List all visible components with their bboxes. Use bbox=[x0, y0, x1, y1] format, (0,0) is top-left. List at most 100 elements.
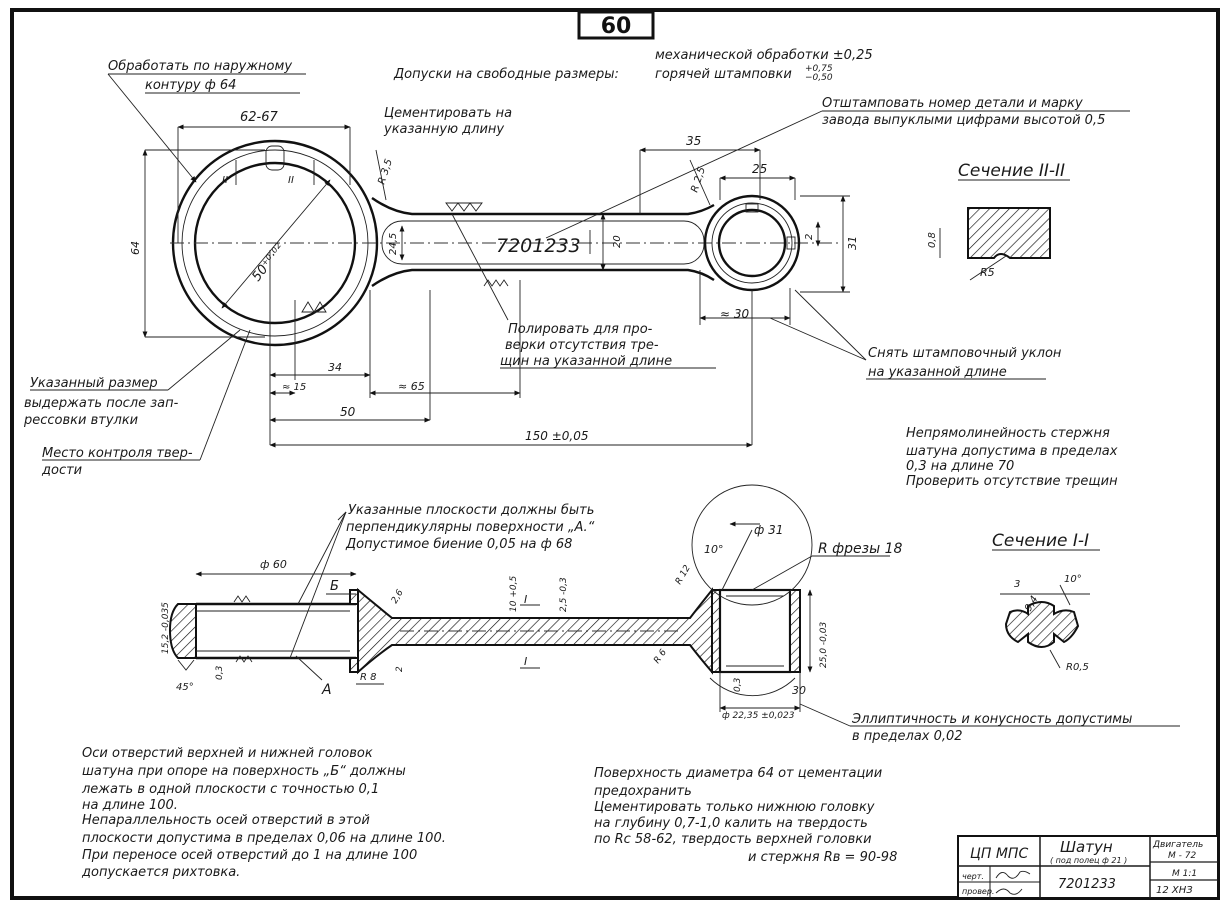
bore-dia-line bbox=[221, 179, 331, 309]
dim-152: 15,2 -0,035 bbox=[161, 602, 171, 654]
dim-2: 2 bbox=[804, 234, 815, 240]
tb-scale: М 1:1 bbox=[1172, 869, 1197, 879]
note-outer-contour-2: контуру ф 64 bbox=[145, 78, 236, 93]
note-stamp-2: завода выпуклыми цифрами высотой 0,5 bbox=[822, 113, 1105, 128]
note-outer-contour-1: Обработать по наружному bbox=[108, 59, 292, 74]
dim-r35: R 3,5 bbox=[376, 158, 395, 186]
page-number-box: 60 bbox=[577, 10, 655, 40]
sheet-border bbox=[10, 8, 1220, 900]
dim-len-bottom: 0,3 bbox=[733, 677, 743, 692]
dim-34: 34 bbox=[328, 361, 342, 374]
note-cement-2: указанную длину bbox=[383, 122, 504, 137]
dim-30: 30 bbox=[792, 684, 806, 697]
note-mill: R фрезы 18 bbox=[818, 541, 903, 557]
note-axes-4: на длине 100. bbox=[82, 798, 178, 813]
section-i-title: Сечение I-I bbox=[992, 531, 1089, 551]
note-size-1: Указанный размер bbox=[30, 376, 158, 391]
note-tol-forging-minus: −0,50 bbox=[805, 73, 833, 83]
dim-2b: 2 bbox=[395, 666, 405, 672]
dim-approx65: ≈ 65 bbox=[398, 380, 425, 393]
note-surface-3: Цементировать только нижнюю головку bbox=[594, 800, 875, 815]
note-perp-3: Допустимое биение 0,05 на ф 68 bbox=[345, 537, 572, 552]
section-ii-title: Сечение II-II bbox=[958, 161, 1065, 181]
section-i-r: R0,5 bbox=[1066, 662, 1089, 673]
bore-dia-text: 50⁺⁰·⁰² bbox=[249, 241, 287, 284]
dim-r6: R 6 bbox=[652, 648, 669, 666]
note-straight-3: 0,3 на длине 70 bbox=[906, 459, 1014, 474]
dim-20: 20 bbox=[612, 235, 623, 248]
note-axes-1: Оси отверстий верхней и нижней головок bbox=[82, 746, 373, 761]
note-hardness-2: дости bbox=[41, 463, 82, 478]
note-cement-1: Цементировать на bbox=[384, 106, 512, 121]
section-ii: Сечение II-II 0,8 R5 bbox=[927, 161, 1070, 281]
note-polish-1: Полировать для про- bbox=[508, 322, 653, 337]
dim-phi31: ф 31 bbox=[754, 523, 783, 537]
section-i-mark-bottom: I bbox=[524, 655, 527, 668]
tb-org: ЦП МПС bbox=[970, 846, 1028, 862]
tb-role-drawn: черт. bbox=[962, 872, 984, 881]
note-tol-forging-plus: +0,75 bbox=[805, 64, 833, 74]
note-draft-1: Снять штамповочный уклон bbox=[868, 346, 1062, 361]
section-i: Сечение I-I 3 9,4 10° R0,5 bbox=[992, 531, 1100, 673]
finish-mark-bighead bbox=[301, 301, 327, 313]
part-number-text: 7201233 bbox=[496, 235, 581, 257]
dim-35: 35 bbox=[686, 134, 701, 148]
note-axes-5: Непараллельность осей отверстий в этой bbox=[82, 813, 370, 828]
note-draft-2: на указанной длине bbox=[868, 365, 1007, 380]
note-surface-4: на глубину 0,7-1,0 калить на твердость bbox=[594, 816, 868, 831]
dim-62-67: 62-67 bbox=[240, 110, 279, 125]
dim-angle10: 10° bbox=[704, 543, 724, 556]
side-big-head-left bbox=[168, 603, 197, 659]
note-polish-3: щин на указанной длине bbox=[500, 354, 672, 369]
note-hardness-1: Место контроля твер- bbox=[42, 446, 193, 461]
section-ii-h: 0,8 bbox=[927, 232, 938, 248]
rod-upper-edge bbox=[371, 197, 715, 216]
dim-24: 24,5 bbox=[388, 233, 399, 255]
dim-25: 25 bbox=[752, 162, 767, 176]
small-head-mid bbox=[711, 202, 793, 284]
big-head-notch bbox=[265, 145, 285, 171]
section-i-angle: 10° bbox=[1064, 574, 1082, 585]
dim-approx15: ≈ 15 bbox=[282, 382, 306, 393]
note-perp-2: перпендикулярны поверхности „А.“ bbox=[346, 520, 595, 535]
note-axes-2: шатуна при опоре на поверхность „Б“ долж… bbox=[82, 764, 406, 779]
note-axes-6: плоскости допустима в пределах 0,06 на д… bbox=[82, 831, 446, 846]
note-straight-1: Непрямолинейность стержня bbox=[906, 426, 1110, 441]
rod-lower-edge bbox=[371, 268, 715, 287]
note-stamp-1: Отштамповать номер детали и марку bbox=[822, 96, 1083, 111]
dim-64: 64 bbox=[129, 241, 142, 255]
side-view: ф 31 10° R фрезы 18 А Б ф 60 Указанные п… bbox=[161, 484, 1180, 744]
note-axes-3: лежать в одной плоскости с точностью 0,1 bbox=[81, 782, 379, 797]
tb-engine-model: М - 72 bbox=[1168, 851, 1196, 861]
dim-150: 150 ±0,05 bbox=[525, 429, 589, 443]
note-tolerances-label: Допуски на свободные размеры: bbox=[393, 67, 619, 82]
note-size-2: выдержать после зап- bbox=[24, 396, 179, 411]
label-A: А bbox=[321, 682, 332, 698]
note-polish-2: верки отсутствия тре- bbox=[505, 338, 659, 353]
label-B: Б bbox=[330, 579, 339, 594]
side-small-head-left bbox=[711, 589, 721, 673]
side-small-head-bore bbox=[718, 588, 792, 674]
note-ellip-2: в пределах 0,02 bbox=[852, 729, 963, 744]
section-i-mark-top: I bbox=[524, 593, 527, 606]
page-number: 60 bbox=[601, 14, 632, 39]
dim-2235: ф 22,35 ±0,023 bbox=[722, 711, 795, 721]
section-ii-mark-right: II bbox=[288, 175, 294, 186]
dim-approx30: ≈ 30 bbox=[720, 307, 750, 321]
finish-mark-lower bbox=[483, 279, 509, 287]
note-straight-2: шатуна допустима в пределах bbox=[906, 444, 1118, 459]
dim-25b: 2,5 -0,3 bbox=[559, 577, 569, 612]
dim-phi60: ф 60 bbox=[260, 558, 287, 571]
note-ellip-1: Эллиптичность и конусность допустимы bbox=[851, 712, 1132, 727]
section-ii-r: R5 bbox=[980, 266, 995, 279]
dim-26: 2,6 bbox=[390, 588, 406, 606]
note-surface-6: и стержня Rв = 90-98 bbox=[748, 850, 897, 865]
note-surface-1: Поверхность диаметра 64 от цементации bbox=[594, 766, 882, 781]
detail-circle bbox=[691, 484, 813, 606]
note-perp-1: Указанные плоскости должны быть bbox=[348, 503, 594, 518]
dim-45: 45° bbox=[176, 682, 194, 693]
tb-name-sub: ( под полец ф 21 ) bbox=[1050, 856, 1127, 865]
dim-50: 50 bbox=[340, 405, 356, 419]
note-axes-7: При переносе осей отверстий до 1 на длин… bbox=[82, 848, 417, 863]
